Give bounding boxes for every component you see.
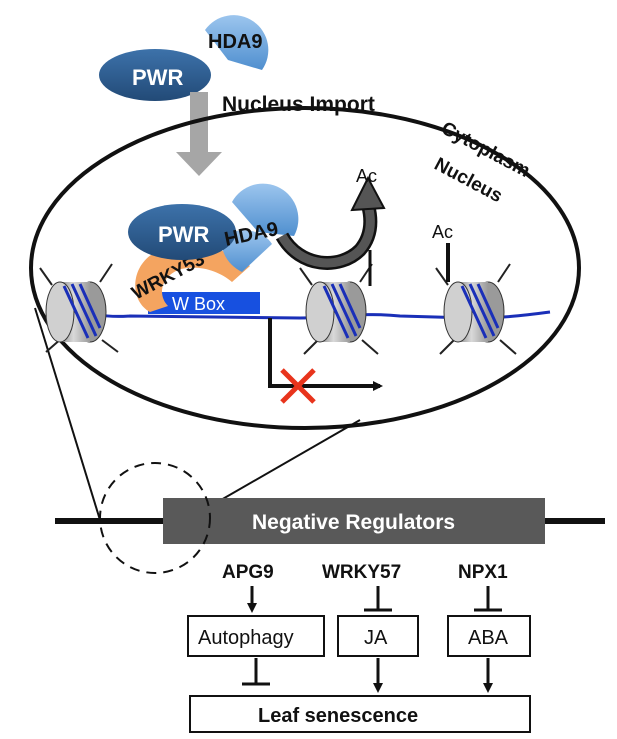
pwr-label-nucleus: PWR [158,222,209,247]
process-autophagy: Autophagy [198,627,294,649]
wrky53-protein [135,245,250,312]
process-box-ja [337,615,419,657]
zoom-circle [99,462,211,574]
inhibition-bar [242,658,270,686]
outcome-box [189,695,531,733]
import-arrow-icon [176,92,222,176]
acetyl-released-label: Ac [356,166,377,186]
negative-regulators-gene [163,498,545,544]
process-box-autophagy [187,615,325,657]
nucleosome-icon [299,263,379,355]
cytoplasm-complex: PWR HDA9 [99,15,269,101]
gene-label: Negative Regulators [252,511,455,534]
nucleosome-icon [435,263,517,355]
hda9-label-top: HDA9 [208,31,262,53]
nucleus-membrane [29,106,581,430]
regulator-wrky57: WRKY57 [322,562,401,583]
outcome-label: Leaf senescence [258,705,418,727]
process-box-aba [447,615,531,657]
inhibition-bar [474,586,502,612]
transcription-start-arrow [268,318,383,391]
pwr-label-top: PWR [132,65,183,90]
hda9-protein-top [205,15,269,71]
process-ja: JA [364,627,388,649]
inhibition-cross-icon [280,368,316,404]
hda9-protein-nucleus-lower [221,230,272,272]
inhibition-bar [364,586,392,612]
w-box-label: W Box [172,294,225,314]
hda9-protein-nucleus [232,183,299,236]
regulator-apg9: APG9 [222,562,274,583]
acetyl-bound-label: Ac [432,222,453,242]
deacetylation-arrow-icon [275,175,386,270]
pwr-protein-top [99,49,211,101]
process-aba: ABA [468,627,509,649]
w-box [148,292,260,314]
pwr-protein-nucleus [128,204,236,260]
nucleosome-icon [39,263,119,353]
zoom-line-left [34,307,101,521]
regulator-npx1: NPX1 [458,562,508,583]
zoom-line-right [206,419,361,509]
